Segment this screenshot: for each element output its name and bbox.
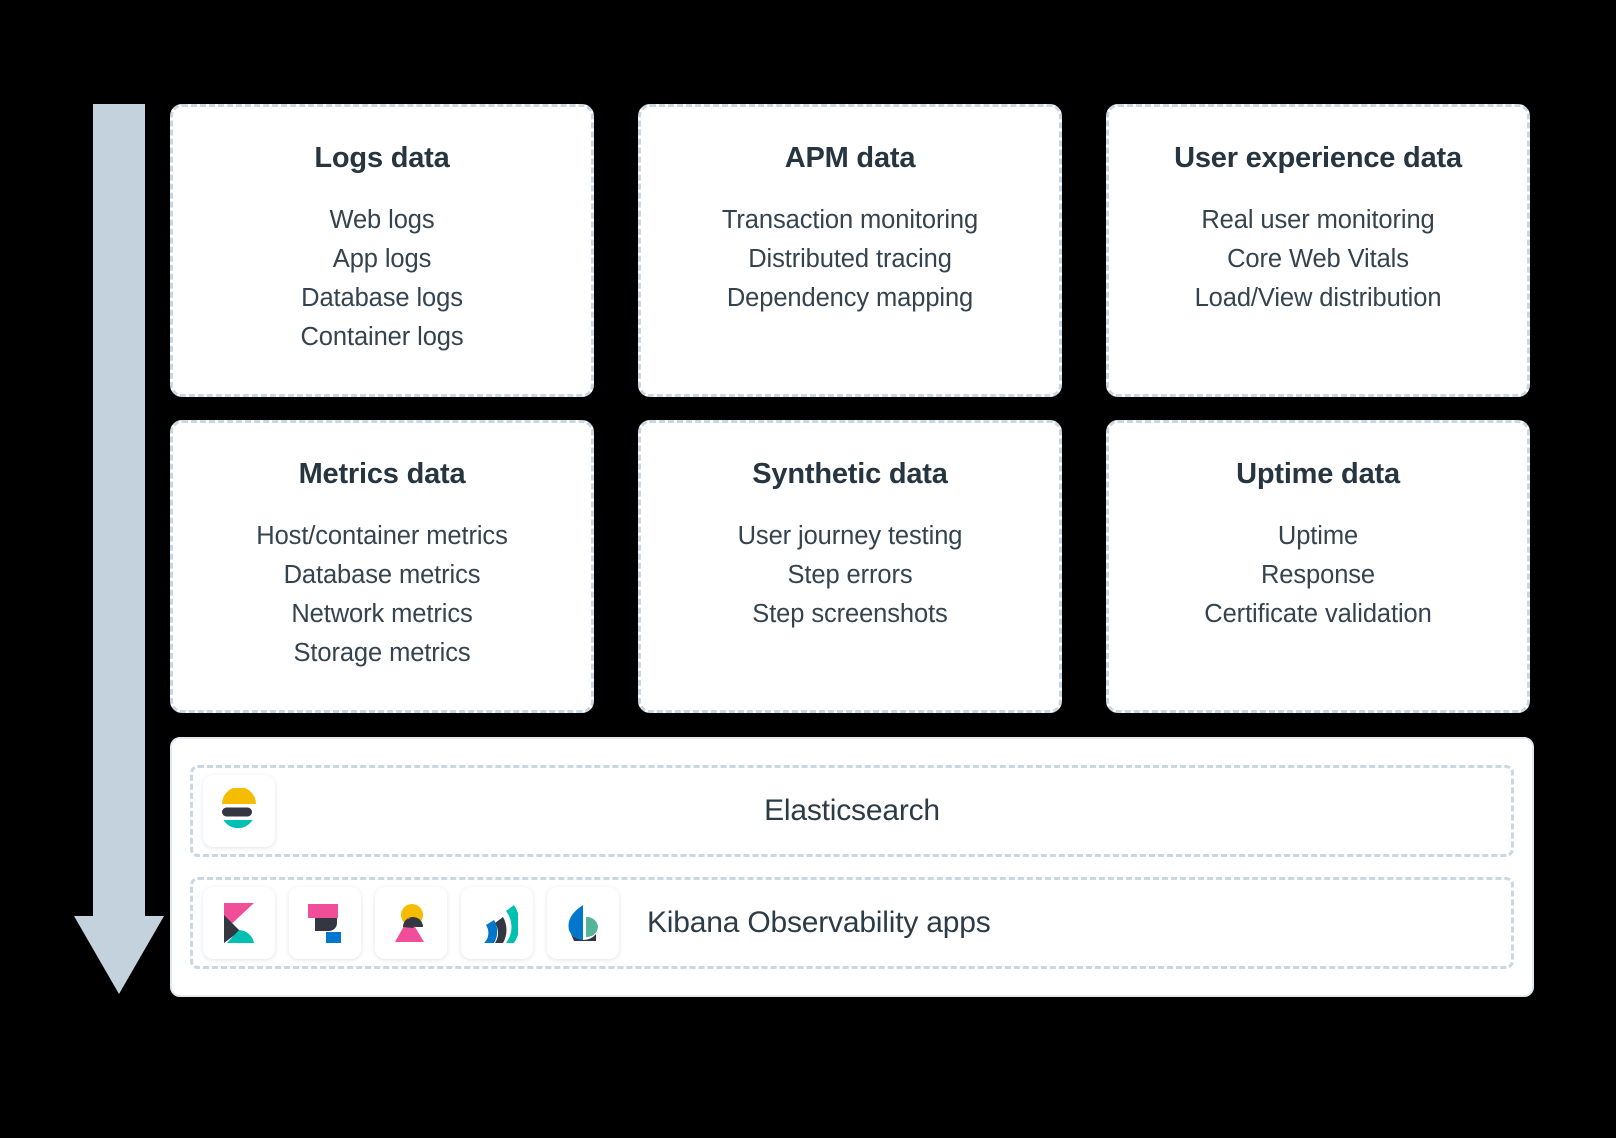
kibana-apps-label: Kibana Observability apps: [647, 906, 991, 939]
list-item: Core Web Vitals: [1227, 244, 1409, 273]
card-title: Uptime data: [1236, 458, 1400, 490]
flow-down-arrow-icon: [74, 104, 164, 994]
kibana-logo-icon[interactable]: [203, 887, 275, 959]
card-user-experience-data[interactable]: User experience data Real user monitorin…: [1106, 104, 1530, 397]
arrow-head: [74, 916, 164, 994]
card-title: Logs data: [314, 142, 450, 174]
list-item: User journey testing: [737, 521, 963, 550]
platform-panel: Elasticsearch: [170, 737, 1534, 997]
list-item: App logs: [332, 244, 432, 273]
list-item: Host/container metrics: [256, 521, 508, 550]
elasticsearch-band[interactable]: Elasticsearch: [190, 765, 1514, 857]
card-item-list: Real user monitoring Core Web Vitals Loa…: [1127, 201, 1509, 318]
list-item: Certificate validation: [1204, 599, 1432, 628]
list-item: Dependency mapping: [726, 283, 974, 312]
card-synthetic-data[interactable]: Synthetic data User journey testing Step…: [638, 420, 1062, 713]
card-item-list: Web logs App logs Database logs Containe…: [191, 201, 573, 357]
list-item: Step screenshots: [752, 599, 948, 628]
card-uptime-data[interactable]: Uptime data Uptime Response Certificate …: [1106, 420, 1530, 713]
list-item: Step errors: [787, 560, 913, 589]
list-item: Database metrics: [283, 560, 481, 589]
card-item-list: User journey testing Step errors Step sc…: [659, 517, 1041, 634]
card-apm-data[interactable]: APM data Transaction monitoring Distribu…: [638, 104, 1062, 397]
user-experience-app-icon[interactable]: [547, 887, 619, 959]
metrics-app-icon[interactable]: [375, 887, 447, 959]
card-item-list: Host/container metrics Database metrics …: [191, 517, 573, 673]
list-item: Transaction monitoring: [721, 205, 979, 234]
list-item: Distributed tracing: [748, 244, 952, 273]
list-item: Storage metrics: [293, 638, 471, 667]
card-title: User experience data: [1174, 142, 1462, 174]
elasticsearch-label: Elasticsearch: [764, 794, 940, 827]
arrow-shaft: [93, 104, 145, 924]
logs-app-icon[interactable]: [289, 887, 361, 959]
kibana-apps-band[interactable]: Kibana Observability apps: [190, 877, 1514, 969]
list-item: Database logs: [301, 283, 463, 312]
card-title: APM data: [784, 142, 916, 174]
card-title: Synthetic data: [752, 458, 948, 490]
card-metrics-data[interactable]: Metrics data Host/container metrics Data…: [170, 420, 594, 713]
card-item-list: Uptime Response Certificate validation: [1127, 517, 1509, 634]
elasticsearch-logo-icon: [203, 775, 275, 847]
list-item: Web logs: [329, 205, 435, 234]
list-item: Network metrics: [291, 599, 473, 628]
data-source-card-grid: Logs data Web logs App logs Database log…: [170, 104, 1534, 713]
card-logs-data[interactable]: Logs data Web logs App logs Database log…: [170, 104, 594, 397]
list-item: Container logs: [300, 322, 464, 351]
list-item: Response: [1260, 560, 1376, 589]
card-item-list: Transaction monitoring Distributed traci…: [659, 201, 1041, 318]
uptime-app-icon[interactable]: [461, 887, 533, 959]
list-item: Uptime: [1277, 521, 1359, 550]
card-title: Metrics data: [298, 458, 466, 490]
list-item: Real user monitoring: [1201, 205, 1435, 234]
list-item: Load/View distribution: [1194, 283, 1442, 312]
